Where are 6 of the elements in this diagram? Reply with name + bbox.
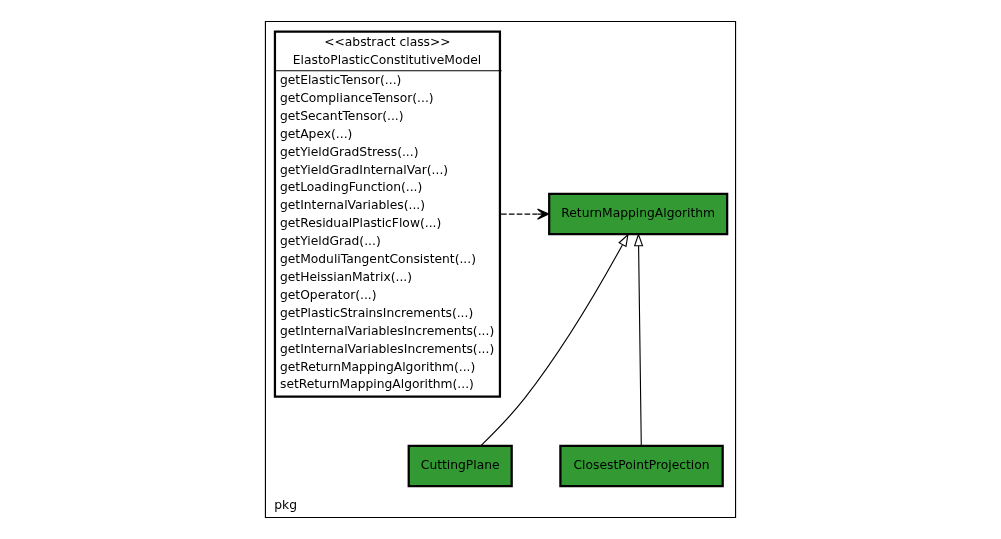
node-box: ReturnMappingAlgorithm [548, 192, 729, 236]
node-box: CuttingPlane [407, 444, 513, 488]
arrow [500, 208, 550, 220]
node-box: ClosestPointProjection [559, 444, 724, 488]
arrow [633, 232, 644, 447]
arrow [480, 233, 629, 447]
